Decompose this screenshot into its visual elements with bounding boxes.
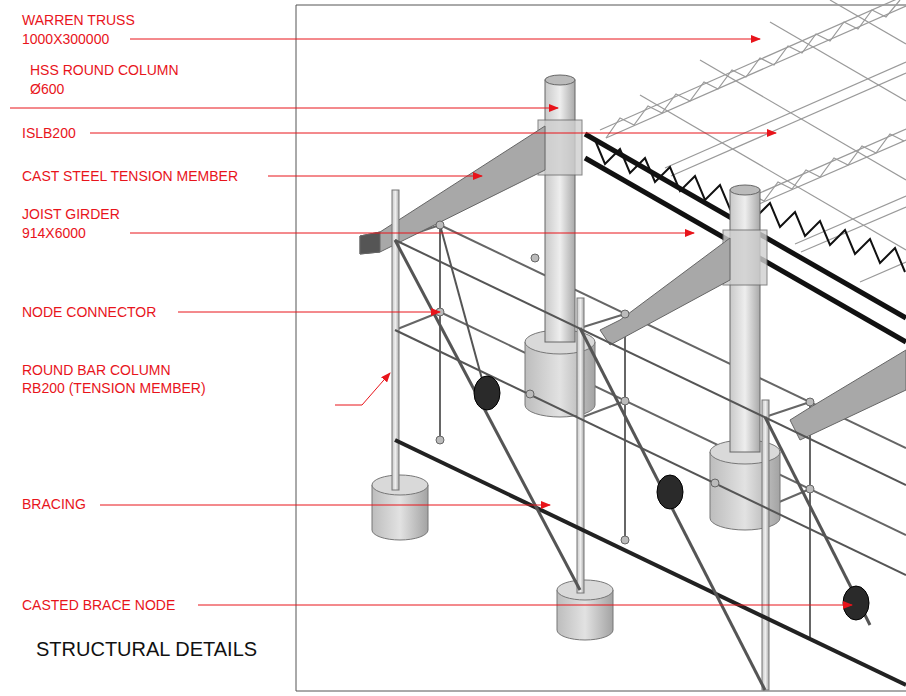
- member-name: CAST STEEL TENSION MEMBER: [22, 168, 238, 185]
- node-connectors: [436, 221, 814, 544]
- member-name: ISLB200: [22, 125, 76, 142]
- member-spec: RB200 (TENSION MEMBER): [22, 380, 206, 397]
- hss-columns: [538, 75, 767, 452]
- member-name: CASTED BRACE NODE: [22, 597, 175, 614]
- member-name: WARREN TRUSS: [22, 12, 135, 29]
- space-frame-back: [395, 225, 906, 640]
- dimension: 1000X300000: [22, 31, 109, 48]
- member-name: JOIST GIRDER: [22, 206, 120, 223]
- drawing-title: STRUCTURAL DETAILS: [36, 637, 257, 661]
- casted-brace-nodes: [474, 376, 869, 620]
- member-name: HSS ROUND COLUMN: [30, 62, 179, 79]
- leader-lines: [10, 39, 852, 605]
- dimension: Ø600: [30, 81, 64, 98]
- member-name: NODE CONNECTOR: [22, 304, 156, 321]
- space-frame-front: [395, 225, 906, 690]
- cast-steel-members: [360, 126, 906, 440]
- dimension: 914X6000: [22, 225, 86, 242]
- member-name: BRACING: [22, 496, 86, 513]
- member-name: ROUND BAR COLUMN: [22, 362, 171, 379]
